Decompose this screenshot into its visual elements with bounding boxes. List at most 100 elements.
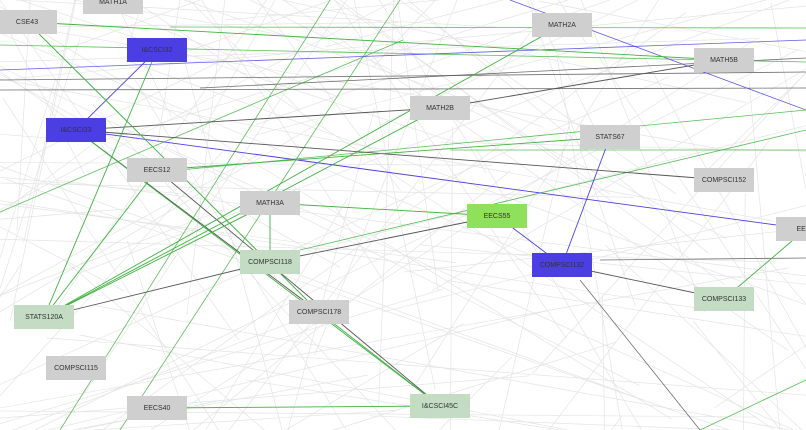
background-edge — [0, 288, 444, 425]
prerequisite-edge — [0, 39, 806, 71]
background-edge — [743, 193, 746, 430]
background-edge — [605, 244, 803, 430]
prerequisite-edge-stats120a-compsci118 — [43, 261, 271, 318]
background-edge — [0, 267, 789, 409]
background-edge — [748, 79, 781, 430]
background-edge — [201, 0, 385, 283]
background-edge — [0, 153, 262, 296]
background-edge — [527, 0, 637, 307]
background-edge — [0, 261, 23, 298]
background-edge — [698, 72, 806, 179]
course-node-compsci152[interactable]: COMPSCI152 — [694, 168, 754, 192]
prerequisite-edge — [119, 0, 401, 430]
course-node-label: MATH2B — [426, 104, 454, 112]
background-edge — [0, 208, 132, 220]
course-node-label: I&CSCI32 — [141, 46, 173, 54]
background-edge — [102, 12, 687, 430]
course-node-math2b[interactable]: MATH2B — [410, 96, 470, 120]
prerequisite-edge-icsci33-compsci152 — [75, 129, 725, 181]
prerequisite-edge — [169, 26, 806, 29]
background-edge — [431, 68, 806, 292]
background-edge — [2, 97, 219, 430]
background-edge — [420, 244, 806, 285]
course-node-label: MATH5B — [710, 56, 738, 64]
background-edge — [397, 0, 439, 291]
prerequisite-edge-icsci33-math2b — [75, 107, 441, 131]
background-edge — [611, 416, 622, 430]
background-edge — [157, 0, 181, 143]
background-edge — [0, 22, 399, 28]
background-edge — [0, 238, 776, 263]
course-node-compsci118[interactable]: COMPSCI118 — [240, 250, 300, 274]
background-edge — [200, 0, 276, 135]
prerequisite-edge-eecs12-stats67 — [156, 136, 611, 171]
course-node-label: EECS55 — [483, 212, 511, 220]
background-edge — [693, 321, 781, 430]
background-edge — [0, 0, 397, 210]
background-edge — [644, 57, 806, 348]
background-edge — [134, 0, 775, 430]
course-node-label: COMPSCI132 — [539, 261, 585, 269]
course-node-icsci32[interactable]: I&CSCI32 — [127, 38, 187, 62]
background-edge — [378, 0, 395, 406]
prerequisite-edge-stats120a-icsci32 — [43, 49, 158, 318]
course-node-math5b[interactable]: MATH5B — [694, 48, 754, 72]
course-node-stats120a[interactable]: STATS120A — [14, 305, 74, 329]
background-edge — [94, 305, 790, 430]
background-edge — [254, 0, 766, 136]
background-edge — [77, 0, 790, 275]
prerequisite-edge-stats120a-math3a — [43, 202, 271, 318]
background-edge — [0, 182, 634, 198]
course-node-cse43[interactable]: CSE43 — [0, 10, 57, 34]
background-edge — [383, 205, 806, 313]
course-node-eecsx[interactable]: EECS — [776, 217, 806, 241]
background-edge — [770, 2, 806, 190]
course-node-compsci133[interactable]: COMPSCI133 — [694, 287, 754, 311]
course-node-math2a[interactable]: MATH2A — [532, 13, 592, 37]
background-edge — [186, 0, 226, 315]
course-node-compsci178[interactable]: COMPSCI178 — [289, 300, 349, 324]
prerequisite-edge-stats120a-eecs12 — [43, 169, 158, 318]
background-edge — [282, 0, 747, 103]
course-node-label: EECS — [796, 225, 806, 233]
course-node-compsci132[interactable]: COMPSCI132 — [532, 253, 592, 277]
prerequisite-edge-stats67-compsci132 — [561, 136, 611, 266]
prerequisite-edge — [0, 71, 806, 81]
background-edge — [285, 322, 465, 430]
background-edge — [0, 410, 757, 418]
background-edge — [0, 76, 670, 385]
background-edge — [0, 176, 181, 195]
course-node-eecs40[interactable]: EECS40 — [127, 396, 187, 420]
course-node-stats67[interactable]: STATS67 — [580, 125, 640, 149]
background-edge — [93, 409, 397, 430]
course-node-label: EECS12 — [143, 166, 171, 174]
background-edge — [539, 0, 806, 52]
course-node-eecs12[interactable]: EECS12 — [127, 158, 187, 182]
background-edge — [407, 0, 709, 254]
course-node-label: CSE43 — [15, 18, 39, 26]
background-edge — [55, 179, 806, 277]
prerequisite-edge-icsci33-eecsx — [75, 129, 806, 230]
background-edge — [369, 415, 731, 430]
course-node-math3a[interactable]: MATH3A — [240, 191, 300, 215]
prerequisite-edge-math2b-math5b — [439, 59, 725, 109]
course-node-label: COMPSCI133 — [701, 295, 747, 303]
course-node-compsci115[interactable]: COMPSCI115 — [46, 356, 106, 380]
background-edge — [334, 0, 610, 195]
course-node-icsci33[interactable]: I&CSCI33 — [46, 118, 106, 142]
course-node-eecs55[interactable]: EECS55 — [467, 204, 527, 228]
course-node-label: STATS67 — [595, 133, 625, 141]
background-edge — [104, 0, 568, 141]
background-edge — [19, 0, 468, 147]
course-node-icsci45c[interactable]: I&CSCI45C — [410, 394, 470, 418]
course-node-label: MATH3A — [256, 199, 284, 207]
course-node-label: STATS120A — [25, 313, 63, 321]
prerequisite-edge-eecs12-icsci45c — [156, 169, 441, 407]
background-edge — [475, 148, 642, 430]
course-node-label: COMPSCI152 — [701, 176, 747, 184]
background-edge — [0, 165, 644, 401]
background-edge — [337, 125, 806, 244]
course-node-math1a[interactable]: MATH1A — [83, 0, 143, 14]
background-edge — [314, 0, 458, 356]
